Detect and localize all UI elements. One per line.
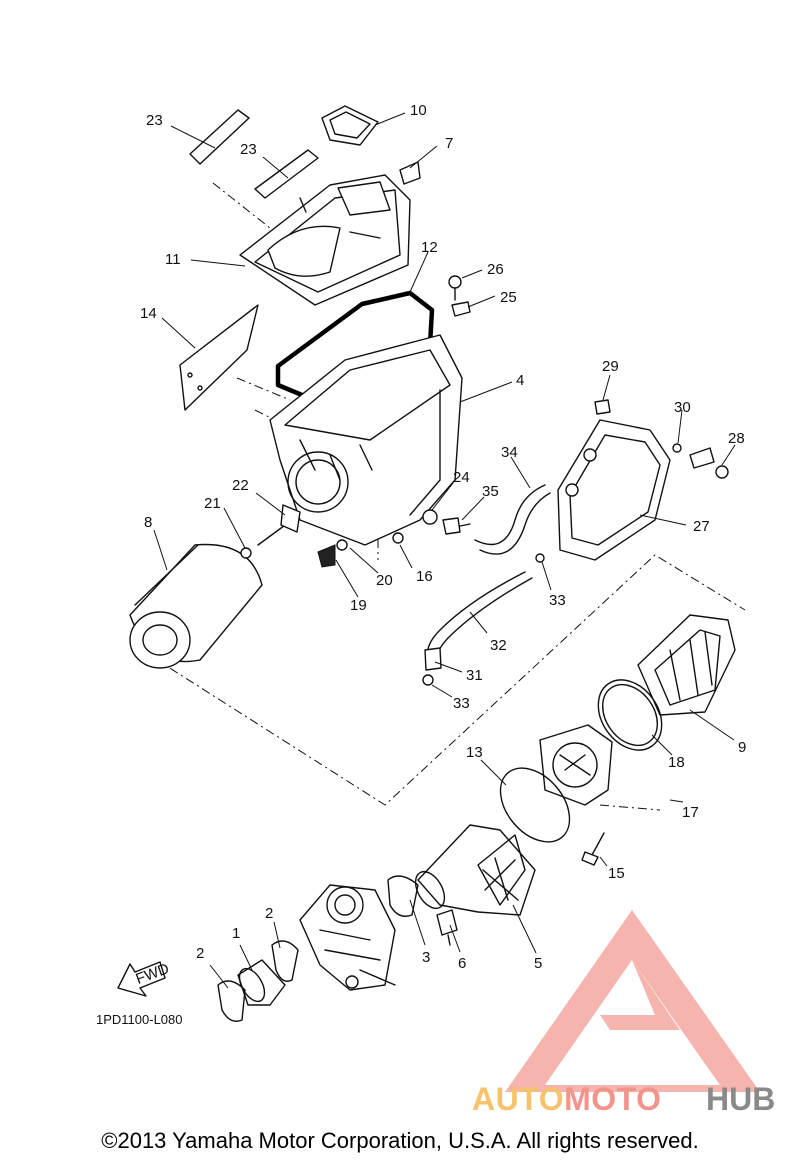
part-11-cover [239,174,411,306]
leader-lines [153,112,736,989]
part-21-washer [240,547,252,559]
part-4-airbox [269,334,463,546]
part-13-band [499,767,571,843]
callout-31: 31 [466,667,483,684]
part-31-fitting [424,647,442,671]
part-12-gasket [275,290,435,416]
callout-30: 30 [674,399,691,416]
callout-12: 12 [421,239,438,256]
watermark-moto: MOTO [564,1081,662,1117]
callout-16: 16 [416,568,433,585]
callout-17: 17 [682,804,699,821]
watermark-auto: AUTO [472,1081,565,1117]
part-19-clip [317,544,336,568]
callout-22: 22 [232,477,249,494]
part-34-hose [474,484,551,555]
part-6-sensor [436,909,458,946]
part-32-corrugated-hose [426,571,533,661]
part-2-clamp-upper [271,940,299,982]
part-1-joint [237,959,286,1006]
copyright-notice: ©2013 Yamaha Motor Corporation, U.S.A. A… [101,1128,699,1153]
part-22-screw [257,504,301,546]
part-35-fitting [442,517,471,535]
part-30-washer [672,443,682,453]
callout-10: 10 [410,102,427,119]
part-17-joint [539,724,613,806]
drawing-code: 1PD1100-L080 [96,1012,183,1027]
callout-7: 7 [445,135,453,152]
callout-32: 32 [490,637,507,654]
callout-13: 13 [466,744,483,761]
callout-3: 3 [422,949,430,966]
callout-33-upper: 33 [549,592,566,609]
callout-18: 18 [668,754,685,771]
watermark-auto-moto: AUTOMOTO [472,1081,661,1118]
callout-27: 27 [693,518,710,535]
callout-14: 14 [140,305,157,322]
part-25-collar [451,301,471,317]
callout-15: 15 [608,865,625,882]
part-14-plate [179,304,259,411]
callout-35: 35 [482,483,499,500]
part-27-breather-tank [557,419,671,561]
callout-8: 8 [144,514,152,531]
carburetor [299,884,396,991]
part-29-bolt [594,399,611,415]
part-33-clamp-lower [422,674,434,686]
callout-21: 21 [204,495,221,512]
callout-6: 6 [458,955,466,972]
callout-2-upper: 2 [265,905,273,922]
part-5-intake-joint [414,824,536,916]
part-3-clamp [387,875,419,917]
callout-26: 26 [487,261,504,278]
callout-2-lower: 2 [196,945,204,962]
fwd-arrow-icon: FWD [117,960,172,997]
callout-5: 5 [534,955,542,972]
callout-9: 9 [738,739,746,756]
part-20-clamp [336,539,348,551]
callout-29: 29 [602,358,619,375]
callout-20: 20 [376,572,393,589]
callout-19: 19 [350,597,367,614]
watermark-hub: HUB [706,1081,776,1117]
part-23-foam-strips [189,109,319,199]
callout-28: 28 [728,430,745,447]
part-10-seal [321,105,379,146]
callout-25: 25 [500,289,517,306]
callout-34: 34 [501,444,518,461]
callout-23-right: 23 [240,141,257,158]
part-16-grommet [392,532,404,544]
part-33-clamp-upper [535,553,545,563]
callout-24: 24 [453,469,470,486]
part-28-bolt-bracket [689,447,729,479]
part-2-clamp-lower [217,980,246,1022]
part-15-screw [581,832,605,866]
part-8-filter [129,543,263,669]
callout-23-left: 23 [146,112,163,129]
automotohub-logo [505,910,760,1092]
part-7-clip [399,161,421,185]
callout-1: 1 [232,925,240,942]
callout-4: 4 [516,372,524,389]
part-26-bolt [448,275,462,301]
callout-11: 11 [165,251,181,268]
callout-numbers: 1 2 2 3 4 5 6 7 8 9 10 11 12 13 14 15 16… [140,102,746,972]
part-24-ring [422,509,438,525]
part-9-screen [637,614,736,716]
part-18-oring [597,679,663,751]
callout-33-lower: 33 [453,695,470,712]
